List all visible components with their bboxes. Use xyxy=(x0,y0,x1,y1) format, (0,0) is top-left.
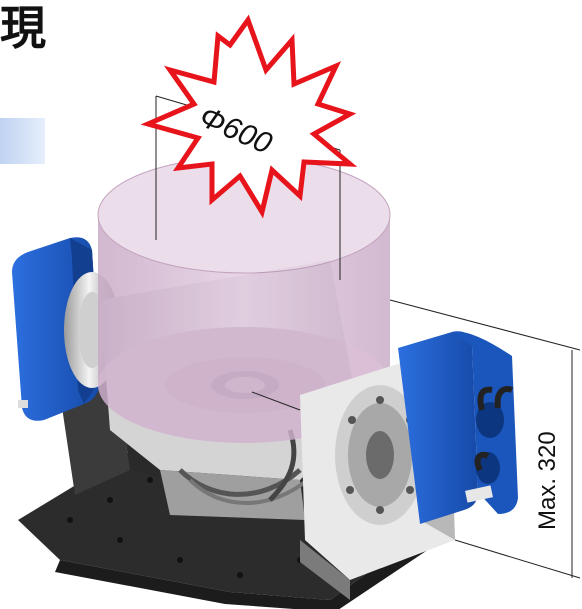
right-motor xyxy=(398,331,518,524)
height-dimension xyxy=(251,299,581,579)
diameter-burst xyxy=(140,14,358,219)
height-label: Max. 320 xyxy=(534,431,561,530)
workpiece-envelope xyxy=(97,156,391,443)
heading-fragment: 現 xyxy=(0,1,46,55)
banner-strip xyxy=(0,118,45,164)
